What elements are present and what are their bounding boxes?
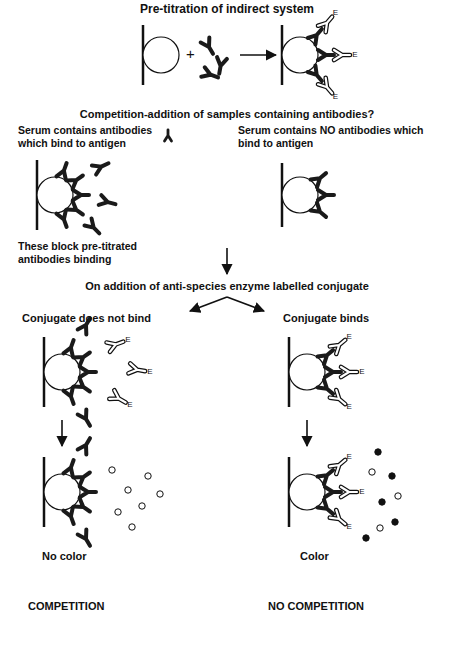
antibody <box>56 161 71 179</box>
antibody <box>84 218 102 236</box>
colored-product <box>379 499 385 505</box>
antigen <box>143 37 179 73</box>
substrate <box>125 487 131 493</box>
antibody <box>214 57 227 74</box>
antibody <box>318 50 334 60</box>
caption-label: Serum contains NO antibodies which bind … <box>238 124 446 149</box>
substrate <box>369 469 375 475</box>
antibody <box>92 159 111 175</box>
conjugate <box>341 367 357 377</box>
antigen <box>289 474 325 510</box>
enzyme-label: E <box>125 336 130 344</box>
enzyme-label: E <box>359 368 364 376</box>
enzyme-label: E <box>127 401 132 409</box>
antibody <box>63 387 78 405</box>
substrate <box>145 473 151 479</box>
substrate <box>395 493 401 499</box>
caption-label: NO COMPETITION <box>268 600 448 613</box>
caption-label: These block pre-titrated antibodies bind… <box>18 240 158 265</box>
substrate <box>129 524 135 530</box>
heading: Pre-titration of indirect system <box>80 2 374 16</box>
antibody <box>201 67 219 82</box>
conjugate <box>334 50 350 60</box>
flow-arrow <box>226 248 228 274</box>
antibody <box>318 466 337 484</box>
caption-label: Serum contains antibodies which bind to … <box>18 124 178 149</box>
antibody <box>74 378 93 395</box>
antibody <box>165 130 172 141</box>
antibody <box>325 367 341 377</box>
antibody <box>325 487 341 497</box>
caption-label: Color <box>300 550 420 563</box>
substrate <box>377 525 383 531</box>
antibody <box>63 338 78 356</box>
antibody <box>67 171 86 188</box>
enzyme-label: E <box>346 453 351 461</box>
conjugate <box>330 456 349 474</box>
antibody <box>67 201 86 218</box>
antibody <box>63 507 78 525</box>
antibody <box>311 169 330 187</box>
antibody <box>311 203 330 221</box>
antibody <box>78 436 95 455</box>
enzyme-label: E <box>147 368 152 376</box>
conjugate <box>330 336 349 354</box>
colored-product <box>375 449 381 455</box>
enzyme-label: E <box>346 403 351 411</box>
antibody <box>74 468 93 485</box>
antibody <box>73 190 89 200</box>
enzyme-label: E <box>346 333 351 341</box>
substrate <box>109 467 115 473</box>
conjugate <box>330 390 349 408</box>
enzyme-label: E <box>333 9 338 17</box>
antibody <box>78 530 95 549</box>
antibody <box>74 348 93 365</box>
caption-label: + <box>186 45 202 63</box>
enzyme-label: E <box>359 488 364 496</box>
antibody <box>318 190 334 200</box>
caption-label: Conjugate does not bind <box>22 312 192 325</box>
enzyme-label: E <box>346 523 351 531</box>
antibody <box>201 38 218 57</box>
conjugate <box>128 363 145 376</box>
substrate <box>139 503 145 509</box>
caption-label: Conjugate binds <box>283 312 433 325</box>
conjugate <box>107 337 125 352</box>
colored-product <box>363 535 369 541</box>
caption-label: No color <box>42 550 172 563</box>
antigen <box>282 177 318 213</box>
antigen <box>282 37 318 73</box>
antibody <box>318 380 337 398</box>
caption-label: COMPETITION <box>28 600 198 613</box>
antibody <box>56 210 71 228</box>
substrate <box>157 491 163 497</box>
antibody <box>308 26 326 45</box>
colored-product <box>389 473 395 479</box>
flow-arrow <box>306 420 308 446</box>
antibody <box>318 346 337 364</box>
antibody <box>80 487 96 497</box>
antibody <box>80 367 96 377</box>
step-heading: On addition of anti-species enzyme label… <box>30 280 424 293</box>
antigen <box>289 354 325 390</box>
antibody <box>63 458 78 476</box>
flow-arrow <box>240 54 276 56</box>
flow-arrow <box>227 297 264 311</box>
antibody <box>74 498 93 515</box>
conjugate <box>109 390 128 407</box>
conjugate <box>330 510 349 528</box>
enzyme-label: E <box>333 93 338 101</box>
antibody <box>318 500 337 518</box>
flow-arrow <box>61 420 63 446</box>
antibody <box>308 66 326 85</box>
substrate <box>115 509 121 515</box>
antibody <box>78 410 95 429</box>
step-heading: Competition-addition of samples containi… <box>40 108 414 121</box>
antibody <box>99 195 117 209</box>
conjugate <box>341 487 357 497</box>
flow-arrow <box>190 297 227 311</box>
enzyme-label: E <box>352 51 357 59</box>
colored-product <box>392 519 398 525</box>
